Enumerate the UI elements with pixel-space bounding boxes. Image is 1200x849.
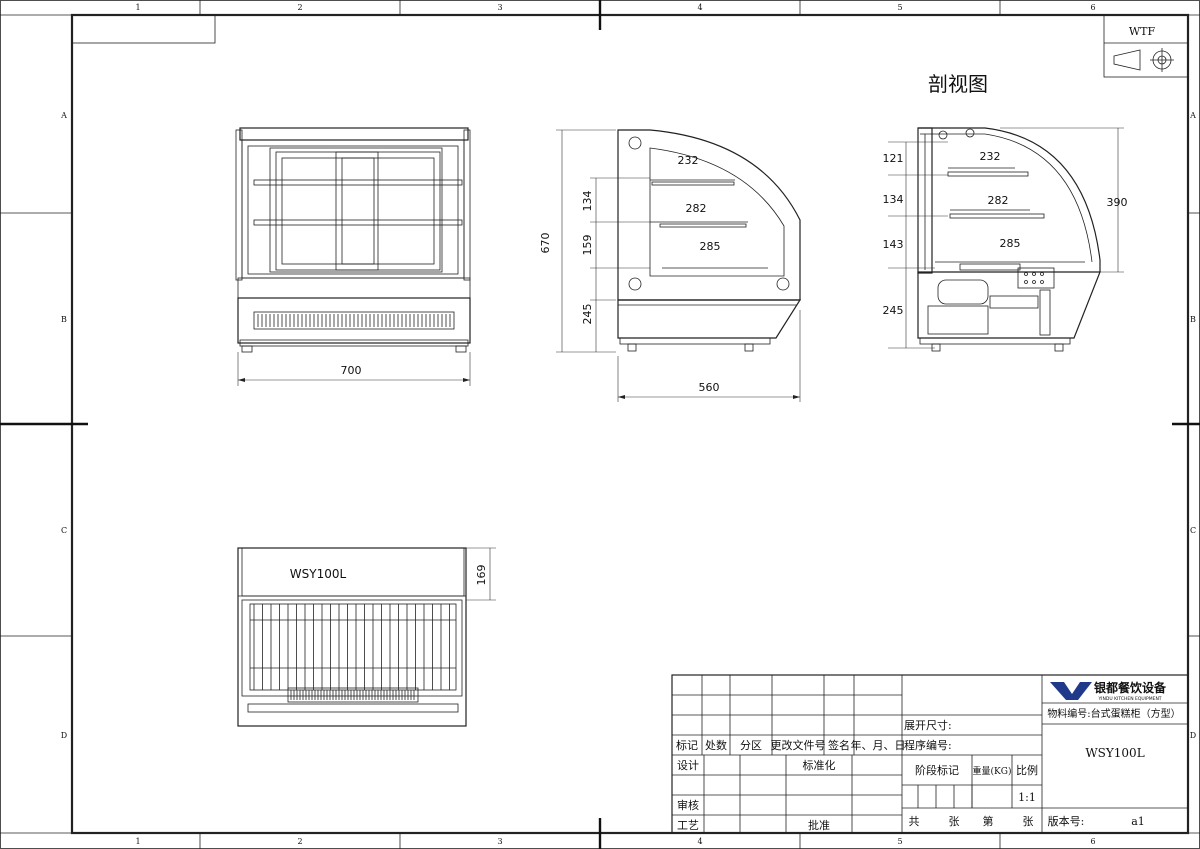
section-shelf-dim-1: 232 xyxy=(980,150,1001,163)
rev-header-sign: 签名 xyxy=(828,738,850,752)
material-label: 物料编号:台式蛋糕柜（方型） xyxy=(1047,707,1180,720)
col-label-bottom-6: 6 xyxy=(1090,837,1095,846)
section-left-dim-1: 121 xyxy=(883,152,904,165)
rev-header-mark: 标记 xyxy=(676,738,698,752)
rev-header-date: 年、月、日 xyxy=(851,738,906,752)
zone-labels: 1 2 3 4 5 6 1 2 3 4 5 6 A B C D A B C D xyxy=(60,3,1196,846)
process-label: 工艺 xyxy=(677,819,699,832)
side-shelf-dim-3: 285 xyxy=(700,240,721,253)
front-vent-grille xyxy=(253,311,455,330)
version-value: a1 xyxy=(1131,815,1145,828)
side-left-dim-1: 134 xyxy=(581,191,594,212)
standardize-label: 标准化 xyxy=(803,758,836,772)
section-title: 剖视图 xyxy=(928,72,988,96)
col-label-bottom-1: 1 xyxy=(135,837,140,846)
sheet-index-label: 第 xyxy=(983,814,994,828)
col-label-bottom-3: 3 xyxy=(497,837,502,846)
section-dimensions: 121 134 143 245 232 282 285 390 xyxy=(883,127,1128,349)
col-label-top-6: 6 xyxy=(1090,3,1095,12)
projection-icon xyxy=(1113,48,1174,72)
section-view xyxy=(917,127,1101,352)
side-view xyxy=(617,129,802,352)
rev-header-count: 处数 xyxy=(705,739,727,752)
model-number: WSY100L xyxy=(1085,746,1144,760)
top-wire-grid xyxy=(250,604,456,690)
row-label-right-c: C xyxy=(1190,526,1196,535)
col-label-bottom-4: 4 xyxy=(697,837,702,846)
section-height-value: 390 xyxy=(1107,196,1128,209)
title-block: 银都餐饮设备 YINDU KITCHEN EQUIPMENT 物料编号:台式蛋糕… xyxy=(671,674,1189,834)
logo-en-text: YINDU KITCHEN EQUIPMENT xyxy=(1097,696,1161,702)
row-label-right-d: D xyxy=(1190,731,1196,740)
col-label-bottom-2: 2 xyxy=(297,837,302,846)
row-label-left-a: A xyxy=(60,111,67,120)
unfold-size-label: 展开尺寸: xyxy=(904,718,952,732)
front-width-value: 700 xyxy=(341,364,362,377)
scale-value: 1:1 xyxy=(1018,791,1036,804)
corner-tag: WTF xyxy=(1129,25,1156,38)
rev-header-zone: 分区 xyxy=(740,739,762,752)
row-label-right-b: B xyxy=(1190,315,1196,324)
side-left-dim-2: 159 xyxy=(581,235,594,256)
side-shelf-middle xyxy=(650,221,748,228)
section-control-box-holes xyxy=(1024,272,1044,284)
section-shelf-bottom xyxy=(935,261,1085,271)
top-view: WSY100L xyxy=(237,547,467,727)
approve-label: 批准 xyxy=(808,818,830,832)
section-left-dim-3: 143 xyxy=(883,238,904,251)
section-shelf-dim-2: 282 xyxy=(988,194,1009,207)
section-shelf-middle xyxy=(949,209,1045,219)
row-label-right-a: A xyxy=(1189,111,1196,120)
side-depth-value: 560 xyxy=(699,381,720,394)
version-label: 版本号: xyxy=(1048,814,1085,828)
sheets-total-unit: 张 xyxy=(949,815,960,828)
row-label-left-d: D xyxy=(61,731,67,740)
company-logo: 银都餐饮设备 YINDU KITCHEN EQUIPMENT xyxy=(1050,680,1167,702)
projection-symbol-box: WTF xyxy=(1103,14,1189,78)
check-label: 审核 xyxy=(677,798,699,812)
side-dimensions: 670 134 159 245 232 282 285 560 xyxy=(539,129,801,402)
col-label-bottom-5: 5 xyxy=(897,837,902,846)
front-view xyxy=(235,127,471,353)
logo-cn-text: 银都餐饮设备 xyxy=(1094,680,1167,695)
col-label-top-2: 2 xyxy=(297,3,302,12)
design-label: 设计 xyxy=(677,759,699,772)
col-label-top-1: 1 xyxy=(135,3,140,12)
weight-label: 重量(KG) xyxy=(973,765,1012,777)
rev-header-doc: 更改文件号 xyxy=(771,738,826,752)
section-shelf-dim-3: 285 xyxy=(1000,237,1021,250)
sheets-total-label: 共 xyxy=(909,815,920,828)
row-label-left-b: B xyxy=(61,315,67,324)
top-depth-value: 169 xyxy=(475,565,488,586)
section-shelf-top xyxy=(947,167,1029,177)
section-left-dim-2: 134 xyxy=(883,193,904,206)
stage-mark-label: 阶段标记 xyxy=(915,763,959,777)
col-label-top-4: 4 xyxy=(697,3,702,12)
section-compressor xyxy=(927,279,1051,336)
top-view-model-label: WSY100L xyxy=(290,567,347,581)
col-label-top-5: 5 xyxy=(897,3,902,12)
top-vent-grille xyxy=(287,687,419,703)
section-left-dim-4: 245 xyxy=(883,304,904,317)
top-depth-dimension: 169 xyxy=(466,547,496,601)
program-no-label: 程序编号: xyxy=(904,738,952,752)
side-shelf-dim-2: 282 xyxy=(686,202,707,215)
scale-label: 比例 xyxy=(1016,763,1038,777)
row-label-left-c: C xyxy=(61,526,67,535)
side-shelf-top xyxy=(650,179,735,186)
front-width-dimension: 700 xyxy=(237,352,471,386)
side-height-value: 670 xyxy=(539,233,552,254)
sheet-index-unit: 张 xyxy=(1023,815,1034,828)
side-left-dim-3: 245 xyxy=(581,304,594,325)
col-label-top-3: 3 xyxy=(497,3,502,12)
side-shelf-dim-1: 232 xyxy=(678,154,699,167)
